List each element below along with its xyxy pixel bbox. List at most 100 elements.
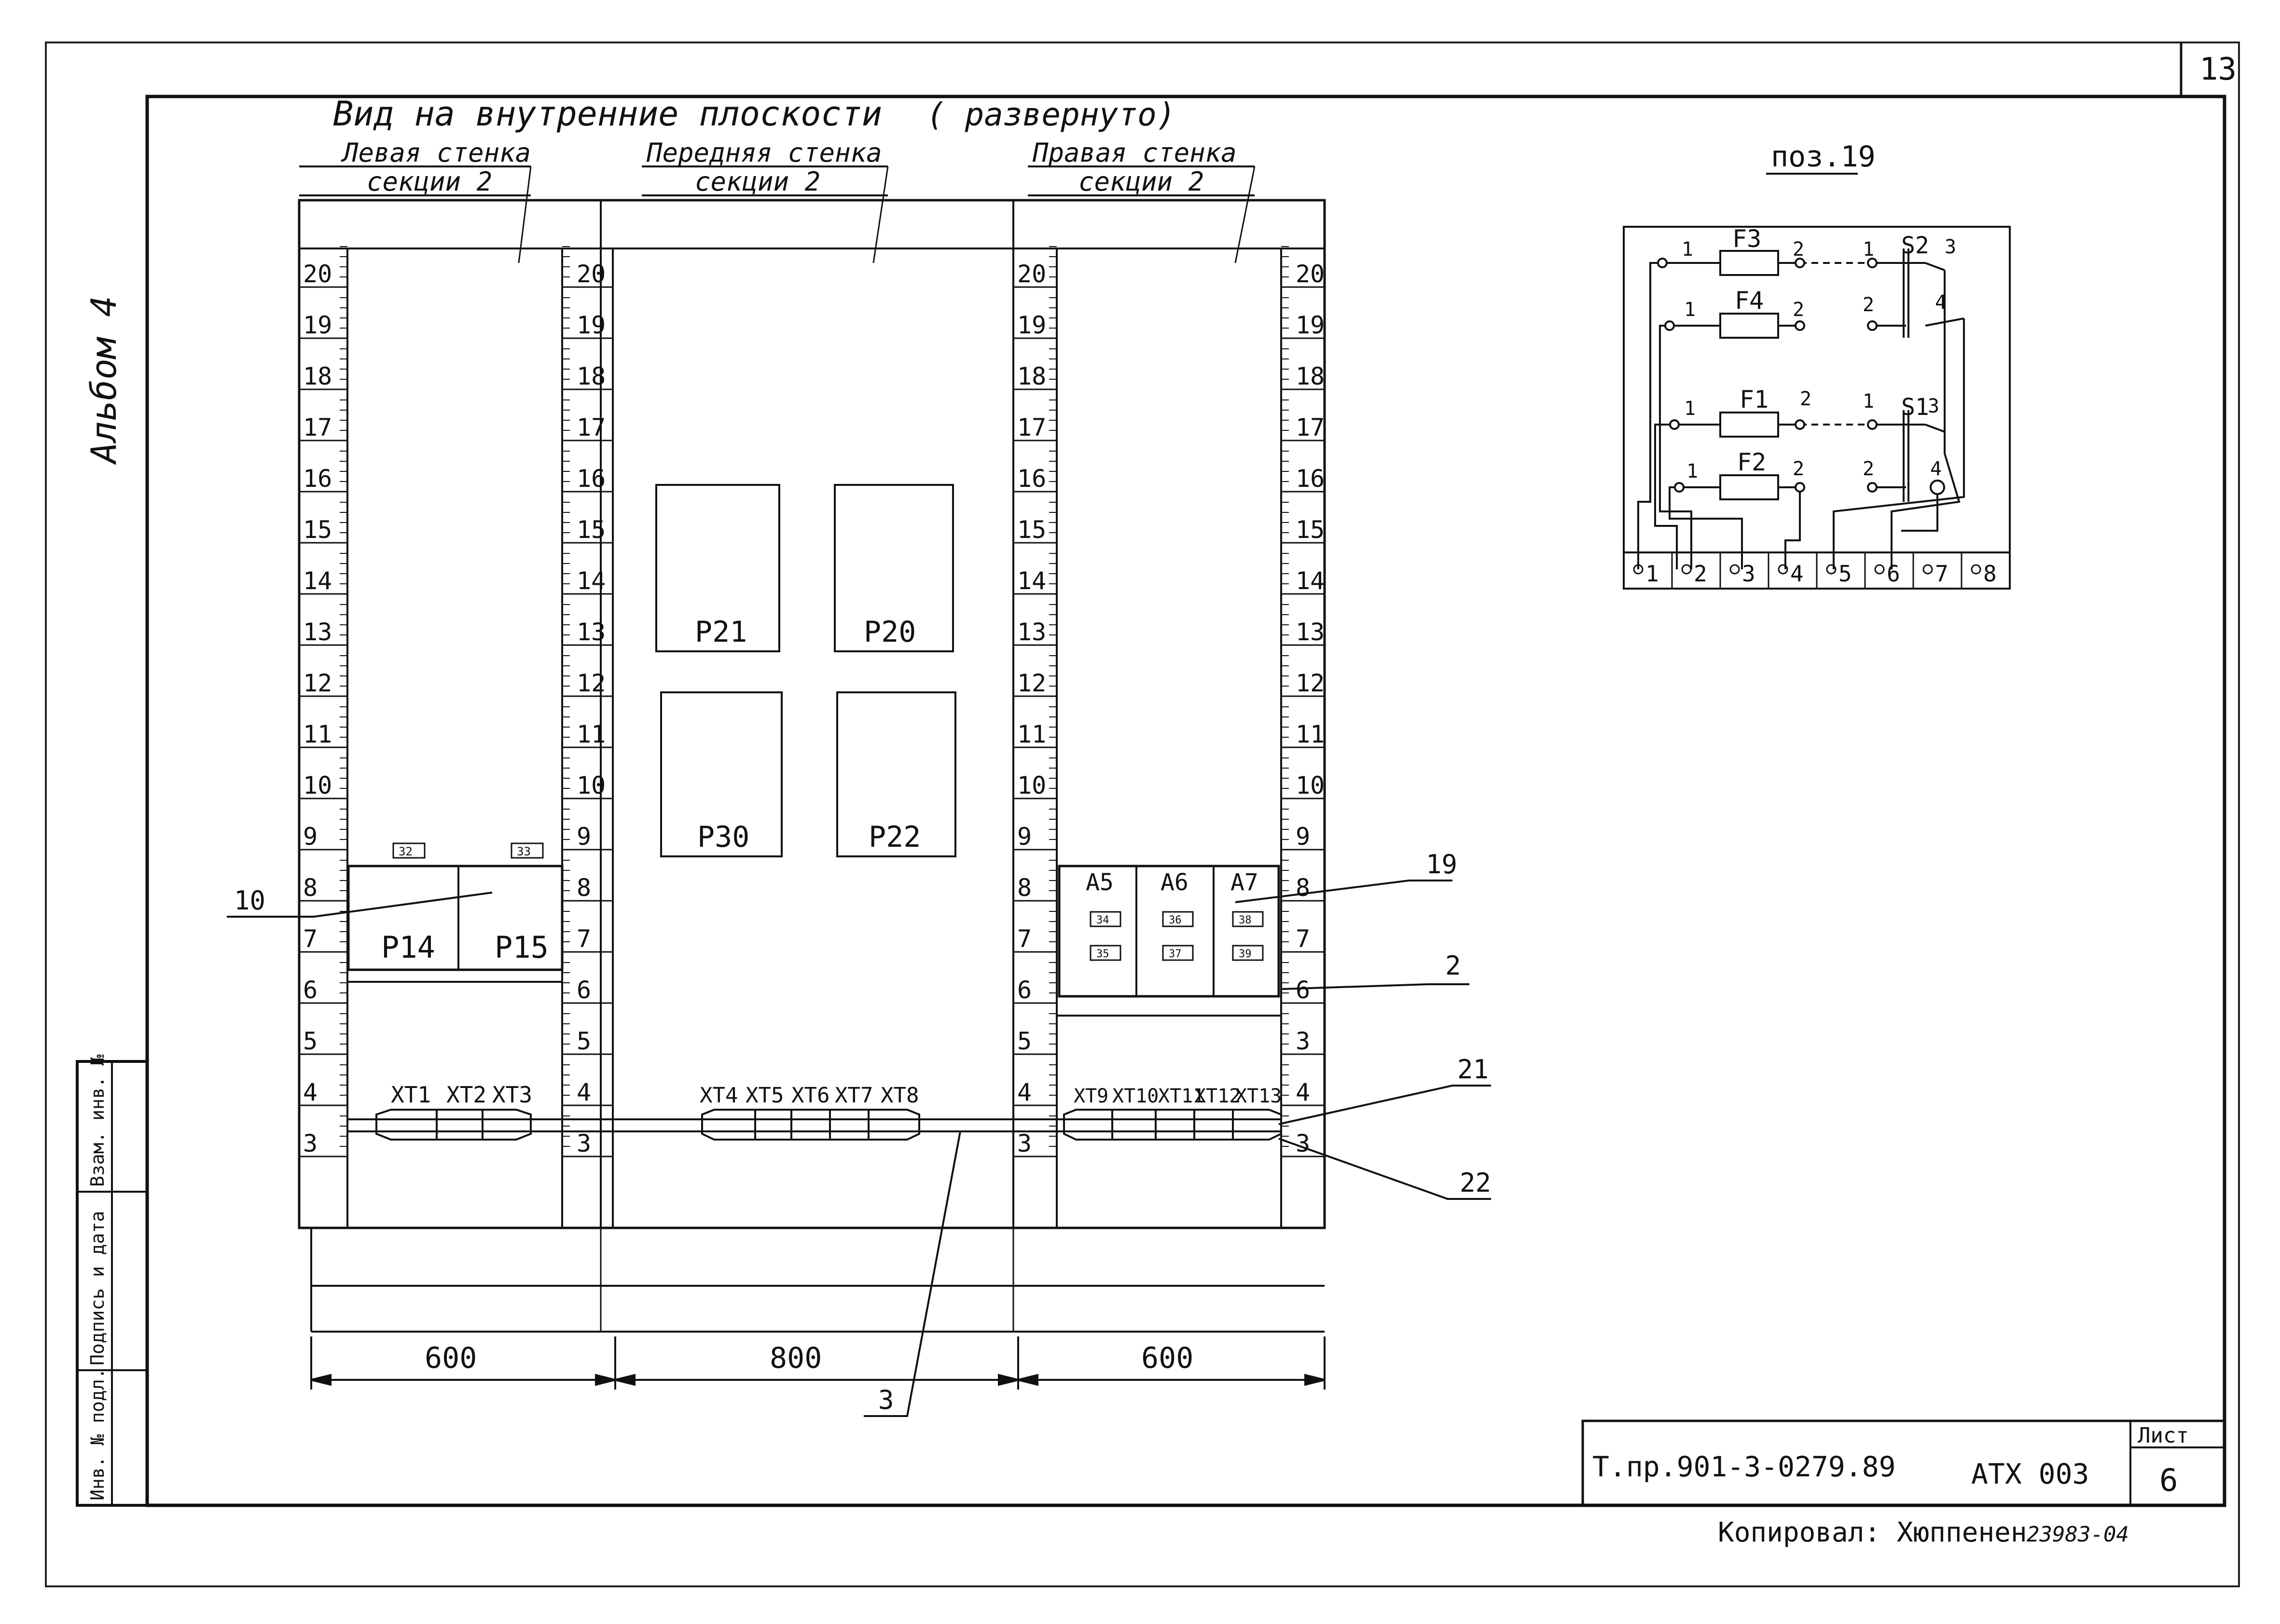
corner-mark: 13 <box>2199 52 2237 87</box>
ruler-number: 15 <box>303 516 332 544</box>
dim-left: 600 <box>425 1341 477 1375</box>
left-title-line2: секции 2 <box>367 166 492 197</box>
ruler-number: 13 <box>303 618 332 646</box>
terminal-number: 5 <box>1838 561 1852 587</box>
ruler-number: 6 <box>1296 976 1310 1004</box>
ruler-number: 18 <box>1296 362 1325 390</box>
ruler-number: 4 <box>1017 1078 1032 1106</box>
ruler-number: 4 <box>303 1078 318 1106</box>
ruler-number: 8 <box>1017 874 1032 902</box>
main-title: Вид на внутренние плоскости <box>333 94 882 134</box>
ruler-number: 12 <box>1296 669 1325 697</box>
ruler-number: 12 <box>1017 669 1046 697</box>
ruler-number: 14 <box>1017 567 1046 595</box>
terminal-xt7: XT7 <box>835 1083 873 1108</box>
tag-35: 35 <box>1096 948 1109 960</box>
ruler-number: 4 <box>577 1078 591 1106</box>
tag-38: 38 <box>1239 914 1252 926</box>
right-panel-equipment: A5 A6 A7 34 35 36 37 38 39 XT9 XT10 XT11… <box>1057 865 1282 1107</box>
f4-pin1: 1 <box>1684 299 1696 321</box>
ruler-number: 13 <box>577 618 606 646</box>
ruler-number: 16 <box>1296 465 1325 493</box>
inner-frame <box>145 95 2226 1507</box>
right-panel-title: Правая стенка секции 2 <box>1028 138 1256 263</box>
ruler-number: 14 <box>303 567 332 595</box>
f3-pin1: 1 <box>1682 238 1693 261</box>
ruler-number: 10 <box>303 771 332 799</box>
terminal-xt5: XT5 <box>746 1083 784 1108</box>
f1-pin1: 1 <box>1684 398 1696 420</box>
left-panel-equipment: 32 33 P14 P15 XT1 XT2 XT3 <box>347 842 564 1108</box>
ruler-number: 5 <box>577 1027 591 1055</box>
ruler-number: 16 <box>1017 465 1046 493</box>
ruler-number: 10 <box>577 771 606 799</box>
tag-32: 32 <box>399 845 413 858</box>
callout-22: 22 <box>1460 1168 1491 1198</box>
terminal-number: 1 <box>1645 561 1659 587</box>
ruler-number: 10 <box>1296 771 1325 799</box>
callout-21: 21 <box>1457 1054 1489 1085</box>
terminal-pin <box>1922 564 1933 575</box>
ruler-number: 3 <box>1296 1027 1310 1055</box>
ruler-number: 17 <box>1017 413 1046 441</box>
ruler-number: 7 <box>1017 925 1032 953</box>
module-a5: A5 <box>1086 869 1114 896</box>
ruler-number: 18 <box>577 362 606 390</box>
ruler-number: 8 <box>577 874 591 902</box>
s2-pin1: 1 <box>1863 238 1874 261</box>
terminal-number: 4 <box>1790 561 1804 587</box>
callout-19: 19 <box>1426 849 1457 880</box>
album-label: Альбом 4 <box>83 296 124 465</box>
callout-2: 2 <box>1445 950 1461 981</box>
relay-p15: P15 <box>495 930 549 965</box>
s1-pin4: 4 <box>1930 458 1942 480</box>
doc-number: Т.пр.901-3-0279.89 <box>1592 1450 1896 1483</box>
terminal-xt9: XT9 <box>1074 1085 1108 1107</box>
ruler-number: 20 <box>303 260 332 288</box>
callout-3: 3 <box>878 1385 894 1415</box>
terminal-number: 6 <box>1887 561 1900 587</box>
s2-pin4: 4 <box>1935 291 1947 314</box>
side-stamp-col3: Взам. инв. № <box>87 1054 108 1187</box>
terminal-xt8: XT8 <box>881 1083 919 1108</box>
relay-p22: P22 <box>869 820 921 854</box>
front-terminal-labels: XT4 XT5 XT6 XT7 XT8 <box>700 1083 919 1108</box>
ruler-number: 6 <box>303 976 318 1004</box>
terminal-pin <box>1874 564 1885 575</box>
main-title-note: ( развернуто) <box>926 96 1176 133</box>
ruler-number: 3 <box>303 1129 318 1157</box>
doc-code: АТХ 003 <box>1971 1458 2089 1490</box>
f1-pin2: 2 <box>1800 388 1811 410</box>
ruler-number: 7 <box>1296 925 1310 953</box>
sheet-number: 6 <box>2159 1463 2178 1499</box>
tag-34: 34 <box>1096 914 1109 926</box>
callouts <box>227 880 1491 1417</box>
right-title-line1: Правая стенка <box>1032 138 1237 168</box>
switch-s1: S1 <box>1901 394 1929 421</box>
f2-pin2: 2 <box>1793 458 1804 480</box>
side-stamp-col1: Инв. № подл. <box>87 1368 108 1500</box>
ruler-number: 11 <box>577 720 606 748</box>
terminal-xt3: XT3 <box>492 1082 532 1108</box>
ruler-number: 16 <box>577 465 606 493</box>
dim-front: 800 <box>770 1341 822 1375</box>
s2-pin2: 2 <box>1863 294 1874 316</box>
ruler-number: 16 <box>303 465 332 493</box>
ruler-number: 7 <box>303 925 318 953</box>
ruler-number: 19 <box>577 311 606 339</box>
ruler-number: 6 <box>1017 976 1032 1004</box>
title-block: Т.пр.901-3-0279.89 АТХ 003 Лист 6 <box>1581 1419 2226 1507</box>
ruler-number: 18 <box>303 362 332 390</box>
side-stamp: Инв. № подл. Подпись и дата Взам. инв. № <box>76 1054 149 1507</box>
terminal-pin <box>1729 564 1740 575</box>
relay-p20: P20 <box>864 615 916 649</box>
fuse-f2: F2 <box>1737 448 1766 476</box>
terminal-number: 3 <box>1742 561 1755 587</box>
s1-pin1: 1 <box>1863 390 1874 413</box>
ruler-number: 11 <box>1296 720 1325 748</box>
f4-pin2: 2 <box>1793 299 1804 321</box>
copied-by: Копировал: Хюппенен <box>1718 1517 2027 1548</box>
ruler-number: 8 <box>1296 874 1310 902</box>
